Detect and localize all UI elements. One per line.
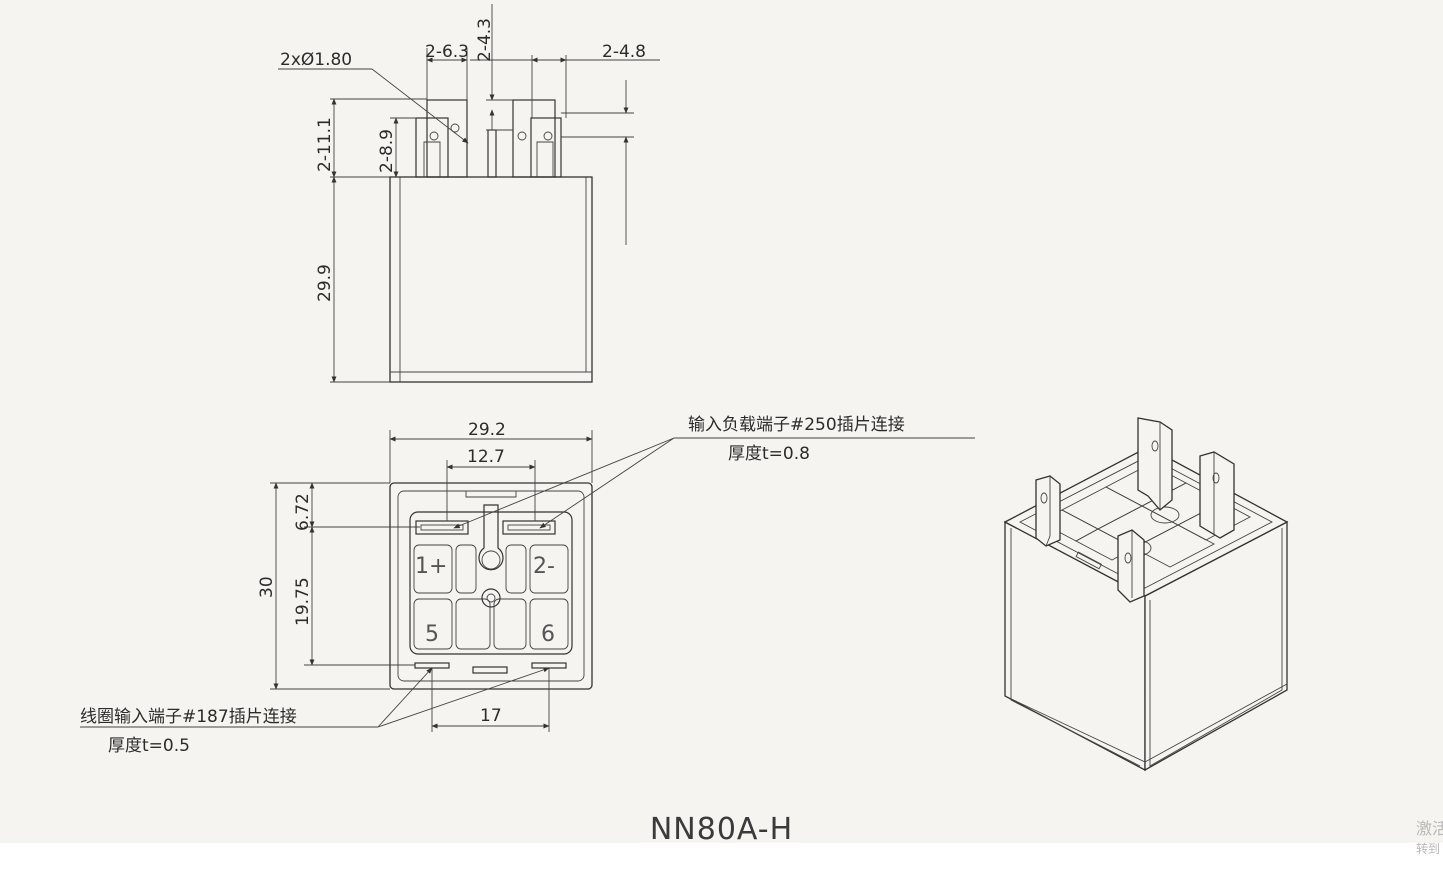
dim-terminal-height-inner: 2-8.9 [377, 129, 397, 173]
bottom-bar [0, 843, 1443, 876]
dim-pin-spacing-vertical: 19.75 [293, 577, 313, 626]
dim-terminal-height-outer: 2-11.1 [315, 117, 335, 172]
bottom-view: 1+ 2- 5 6 29.2 12.7 30 6.72 19.75 [80, 415, 975, 756]
dim-side-spacing-mid: 2-4.3 [475, 18, 495, 62]
iso-terminals [1035, 417, 1235, 603]
dim-bottom-width: 29.2 [468, 420, 506, 440]
note-coil-thickness: 厚度t=0.5 [108, 736, 190, 756]
dim-body-height: 29.9 [315, 264, 335, 302]
side-view: 2-11.1 2-8.9 29.9 2-6.3 2xØ1.80 2-4.3 2-… [278, 4, 660, 383]
relay-drawing: 2-11.1 2-8.9 29.9 2-6.3 2xØ1.80 2-4.3 2-… [80, 4, 1289, 772]
pin-label-1: 1+ [415, 554, 447, 579]
isometric-view [1003, 417, 1289, 772]
dim-side-spacing-left: 2-6.3 [425, 42, 469, 62]
dim-hole-diameter: 2xØ1.80 [280, 50, 352, 70]
dim-pin-spacing-top: 12.7 [467, 447, 505, 467]
watermark-line-2: 转到 [1416, 842, 1441, 856]
model-title: NN80A-H [649, 812, 794, 847]
pin-label-2: 2- [533, 554, 555, 579]
dim-top-offset: 6.72 [293, 493, 313, 531]
side-terminals [415, 99, 562, 178]
note-coil-terminal: 线圈输入端子#187插片连接 [80, 707, 297, 727]
note-load-terminal: 输入负载端子#250插片连接 [688, 415, 905, 435]
dim-coil-spacing: 17 [480, 706, 502, 726]
pin-label-6: 6 [541, 622, 555, 647]
watermark-line-1: 激活 [1416, 819, 1443, 838]
dim-bottom-height: 30 [257, 576, 277, 598]
dim-side-spacing-right: 2-4.8 [602, 42, 646, 62]
note-load-thickness: 厚度t=0.8 [728, 444, 810, 464]
pin-label-5: 5 [425, 622, 439, 647]
iso-top-cells [1039, 463, 1251, 570]
